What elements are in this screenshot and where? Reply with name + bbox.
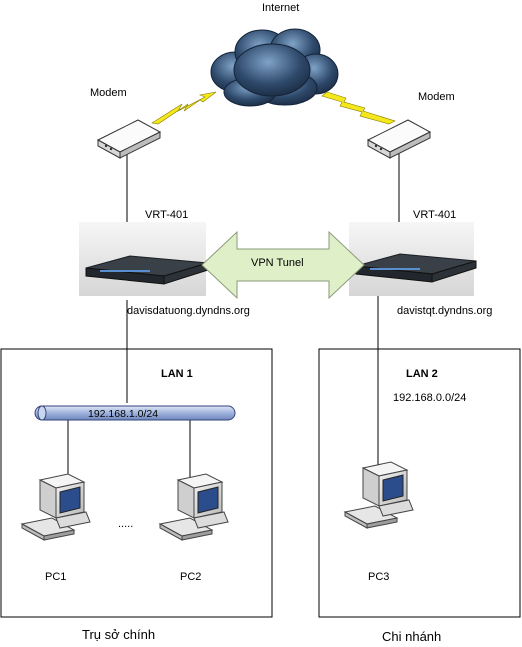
router-left-icon [79, 222, 209, 296]
lan1-subnet: 192.168.1.0/24 [88, 408, 159, 420]
lan2-subnet: 192.168.0.0/24 [393, 392, 467, 404]
lan1-title: LAN 1 [161, 368, 193, 380]
pc2-icon [158, 473, 229, 541]
router-left-host: davisdatuong.dyndns.org [127, 305, 250, 317]
modem-right-label: Modem [418, 91, 455, 103]
pc1-label: PC1 [45, 571, 67, 583]
router-left-label: VRT-401 [145, 209, 189, 221]
lan2-box [318, 348, 521, 618]
lan1-bus [34, 405, 236, 421]
lan1-ellipsis: ..... [118, 518, 134, 530]
vpn-tunnel-arrow [201, 230, 365, 300]
lan1-box [0, 348, 273, 618]
lightning-icon-right [321, 91, 396, 125]
lan2-title: LAN 2 [406, 368, 438, 380]
router-right-host: davistqt.dyndns.org [397, 305, 493, 317]
router-right-label: VRT-401 [413, 209, 457, 221]
internet-label: Internet [262, 2, 300, 14]
internet-cloud-icon [210, 28, 339, 107]
pc3-icon [343, 461, 414, 529]
lightning-icon-left [151, 91, 217, 125]
modem-left-icon [96, 119, 162, 159]
pc1-icon [20, 473, 91, 541]
lan1-caption: Trụ sở chính [82, 627, 156, 642]
pc2-label: PC2 [180, 571, 202, 583]
vpn-tunnel-label: VPN Tunel [251, 257, 304, 269]
modem-left-label: Modem [90, 87, 127, 99]
lan2-caption: Chi nhánh [382, 629, 442, 644]
router-right-icon [349, 222, 477, 296]
pc3-label: PC3 [368, 571, 390, 583]
modem-right-icon [366, 119, 432, 159]
